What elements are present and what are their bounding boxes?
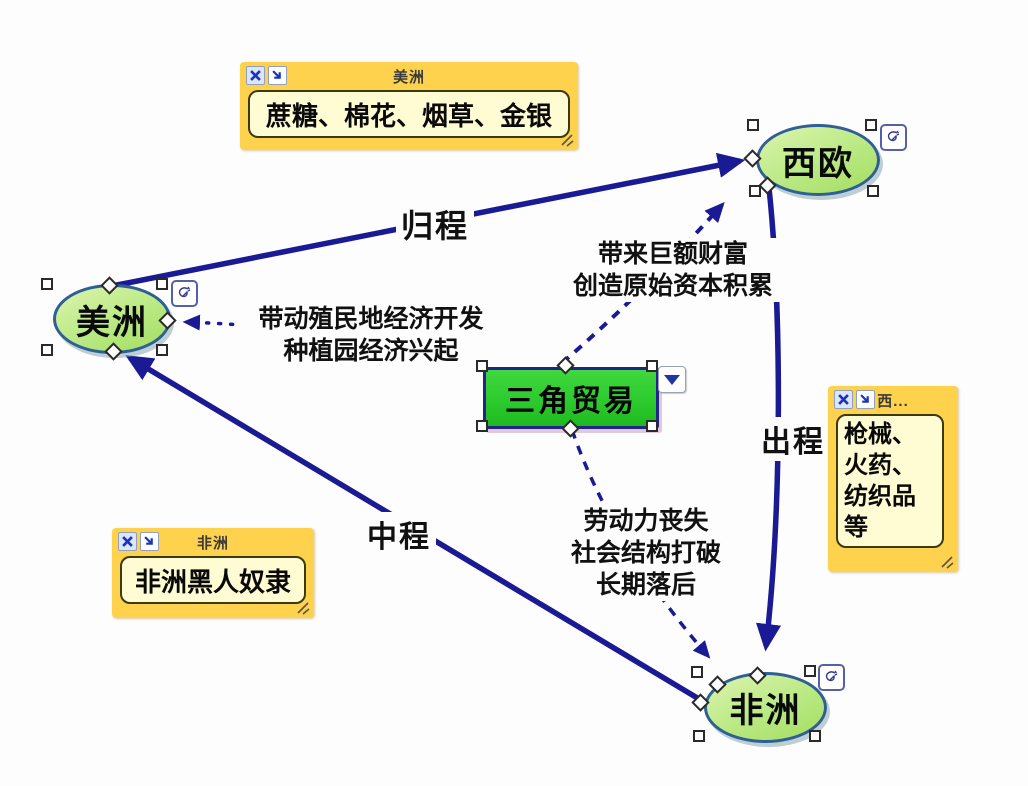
note-close-icon[interactable] xyxy=(246,66,265,85)
node-triangular-trade-label: 三角贸易 xyxy=(505,385,637,418)
note-resize-handle-icon[interactable] xyxy=(294,601,310,615)
selection-handle[interactable] xyxy=(41,278,53,290)
note-resize-handle-icon[interactable] xyxy=(558,133,574,147)
notes-indicator-icon[interactable] xyxy=(818,664,845,691)
annotation-africa-line2: 社会结构打破 xyxy=(570,539,721,567)
node-west-europe[interactable]: 西欧 xyxy=(756,124,880,196)
selection-handle[interactable] xyxy=(865,119,877,131)
selection-handle[interactable] xyxy=(749,185,761,197)
note-europe-body[interactable]: 枪械、 火药、 纺织品 等 xyxy=(836,414,944,548)
note-americas-title: 美洲 xyxy=(392,69,425,86)
annotation-americas-line1: 带动殖民地经济开发 xyxy=(258,305,484,333)
note-europe-header: 西... xyxy=(828,386,958,412)
selection-handle[interactable] xyxy=(804,665,816,677)
selection-handle[interactable] xyxy=(156,278,168,290)
selection-handle[interactable] xyxy=(867,185,879,197)
selection-handle[interactable] xyxy=(809,730,821,742)
selection-handle[interactable] xyxy=(691,666,703,678)
note-africa-body[interactable]: 非洲黑人奴隶 xyxy=(120,556,306,604)
annotation-europe-line2: 创造原始资本积累 xyxy=(572,272,773,300)
topic-dropdown-button[interactable] xyxy=(658,366,686,393)
note-jump-to-topic-icon[interactable] xyxy=(140,532,159,551)
note-africa-title: 非洲 xyxy=(196,535,229,552)
selection-handle[interactable] xyxy=(41,344,53,356)
notes-indicator-icon[interactable] xyxy=(880,124,907,151)
node-africa[interactable]: 非洲 xyxy=(704,672,827,743)
edge-label-middle-passage[interactable]: 中程 xyxy=(362,512,436,556)
annotation-africa-line3: 长期落后 xyxy=(595,571,696,599)
annotation-europe-effect[interactable]: 带来巨额财富 创造原始资本积累 xyxy=(552,238,794,302)
note-resize-handle-icon[interactable] xyxy=(938,555,954,569)
edge-label-return-trip[interactable]: 归程 xyxy=(396,201,475,247)
node-americas-label: 美洲 xyxy=(76,303,148,342)
node-west-europe-label: 西欧 xyxy=(782,144,854,183)
annotation-europe-line1: 带来巨额财富 xyxy=(597,240,748,268)
selection-handle[interactable] xyxy=(693,730,705,742)
note-close-icon[interactable] xyxy=(118,532,137,551)
note-americas-body[interactable]: 蔗糖、棉花、烟草、金银 xyxy=(248,90,570,138)
selection-handle[interactable] xyxy=(747,119,759,131)
note-europe-title: 西... xyxy=(877,393,909,410)
selection-handle[interactable] xyxy=(156,344,168,356)
note-americas[interactable]: 美洲 蔗糖、棉花、烟草、金银 xyxy=(240,62,578,150)
note-americas-header: 美洲 xyxy=(240,62,578,88)
notes-indicator-icon[interactable] xyxy=(171,280,198,307)
annotation-africa-effect[interactable]: 劳动力丧失 社会结构打破 长期落后 xyxy=(540,505,752,601)
node-americas[interactable]: 美洲 xyxy=(53,284,171,354)
annotation-americas-effect[interactable]: 带动殖民地经济开发 种植园经济兴起 xyxy=(238,303,504,367)
chevron-down-icon xyxy=(664,374,680,385)
node-africa-label: 非洲 xyxy=(729,692,802,730)
note-africa[interactable]: 非洲 非洲黑人奴隶 xyxy=(112,528,314,618)
node-triangular-trade[interactable]: 三角贸易 xyxy=(483,367,659,429)
note-jump-to-topic-icon[interactable] xyxy=(268,66,287,85)
annotation-americas-line2: 种植园经济兴起 xyxy=(283,337,459,365)
note-close-icon[interactable] xyxy=(834,390,853,409)
note-jump-to-topic-icon[interactable] xyxy=(856,390,875,409)
note-africa-header: 非洲 xyxy=(112,528,314,554)
note-europe[interactable]: 西... 枪械、 火药、 纺织品 等 xyxy=(828,386,958,572)
annotation-africa-line1: 劳动力丧失 xyxy=(583,507,709,535)
edge-label-outbound-trip[interactable]: 出程 xyxy=(756,417,830,461)
